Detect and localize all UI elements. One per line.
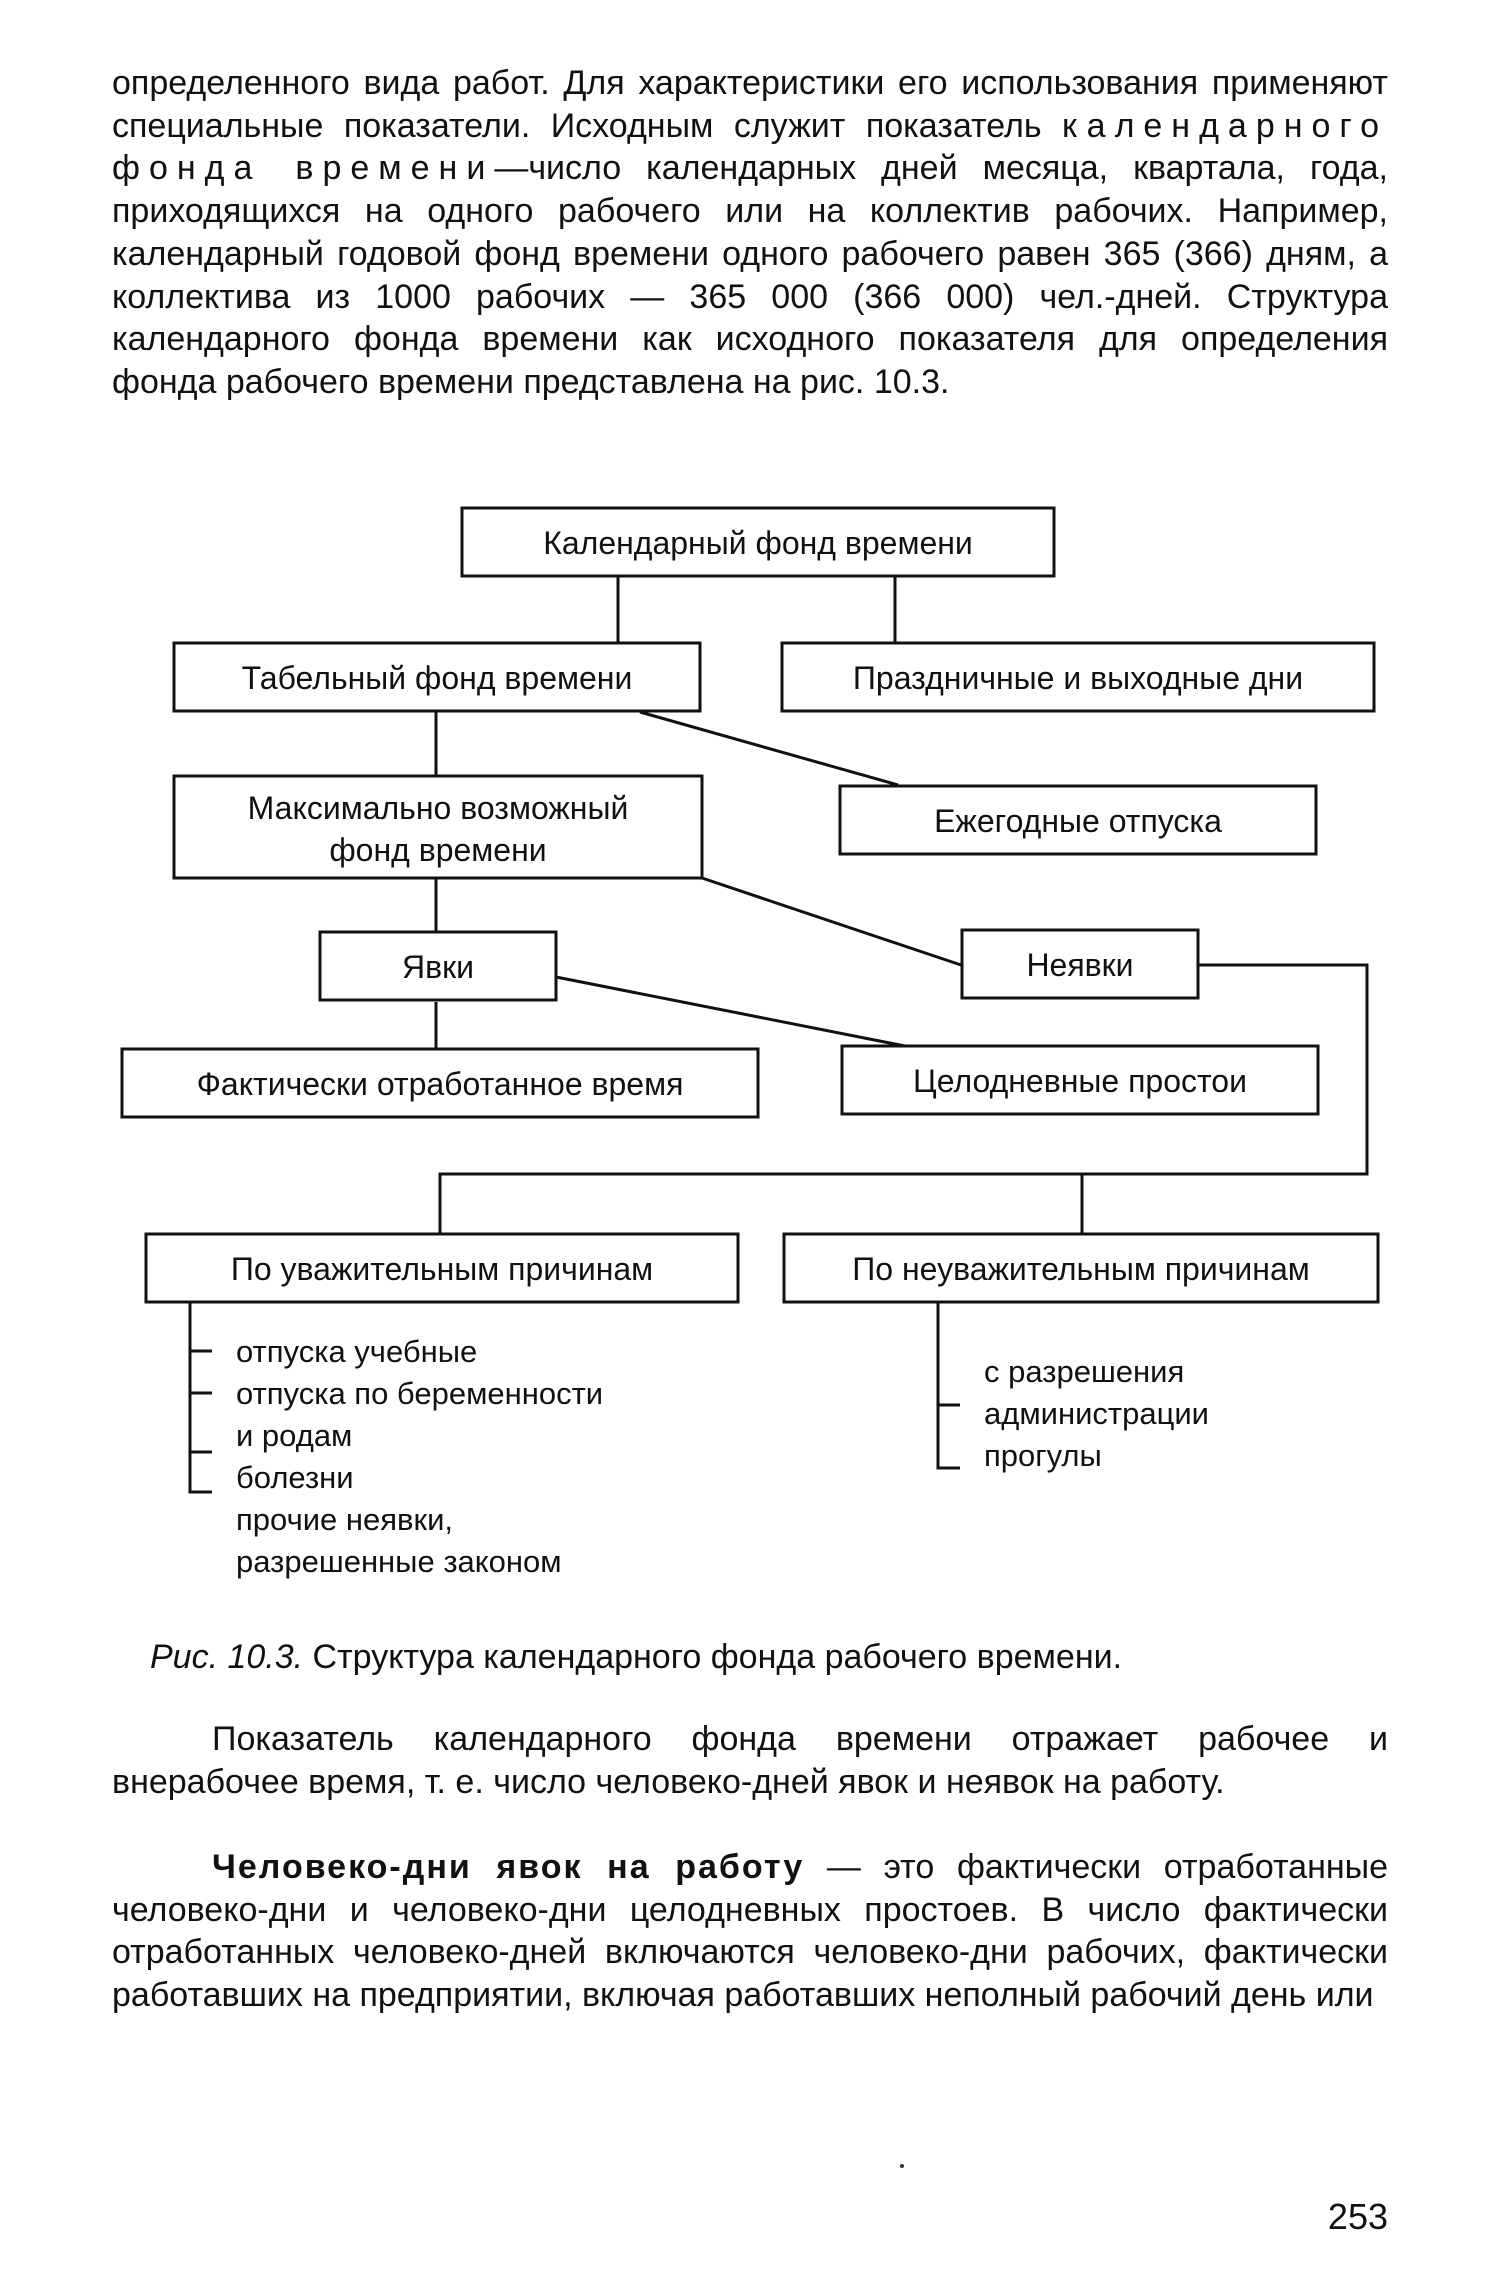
box-attendance: Явки <box>318 930 558 1002</box>
box-valid-reasons: По уважительным причинам <box>144 1232 740 1304</box>
connector-tabel-vacations <box>639 710 899 787</box>
page-number: 253 <box>1327 2196 1388 2237</box>
box-vacations: Ежегодные отпуска <box>838 784 1318 856</box>
box-max-fund: Максимально возможный фонд времени <box>172 774 704 880</box>
box-attendance-label: Явки <box>402 949 474 985</box>
box-invalid-reasons-label: По неуважительным причинам <box>852 1251 1309 1287</box>
box-tabel-fund-label: Табельный фонд времени <box>242 660 633 696</box>
intro-term: календарного фонда времени <box>112 106 1388 188</box>
invalid-reasons-list: с разрешения администрации прогулы <box>984 1354 1209 1473</box>
paragraph-3-text: — это фактически отработанные человеко-д… <box>112 1848 1388 2015</box>
valid-item-1: отпуска учебные <box>236 1334 477 1369</box>
invalid-items-bracket <box>936 1302 960 1470</box>
intro-text-end: —число календарных дней месяца, квартала… <box>112 149 1388 401</box>
box-idle-days: Целодневные простои <box>840 1044 1320 1116</box>
connector-absences-reasons <box>438 963 1369 1234</box>
box-absences-label: Неявки <box>1026 947 1133 983</box>
valid-item-3: и родам <box>236 1418 352 1453</box>
invalid-item-1: с разрешения <box>984 1354 1184 1389</box>
figure-caption: Рис. 10.3. Структура календарного фонда … <box>150 1636 1390 1678</box>
valid-item-2: отпуска по беременности <box>236 1376 603 1411</box>
connector-attendance-idle <box>555 975 906 1048</box>
valid-items-bracket <box>188 1302 212 1494</box>
box-max-fund-label-1: Максимально возможный <box>248 790 629 826</box>
valid-item-6: разрешенные законом <box>236 1544 562 1579</box>
valid-item-5: прочие неявки, <box>236 1502 453 1537</box>
box-max-fund-label-2: фонд времени <box>329 832 546 868</box>
box-absences: Неявки <box>960 928 1200 1000</box>
intro-text-start: определенного вида работ. Для характерис… <box>112 64 1388 145</box>
valid-item-4: болезни <box>236 1460 354 1495</box>
paragraph-3-term: Человеко-дни явок на работу <box>212 1848 805 1886</box>
valid-reasons-list: отпуска учебные отпуска по беременности … <box>236 1334 603 1579</box>
figure-caption-text: Структура календарного фонда рабочего вр… <box>303 1638 1123 1676</box>
box-idle-days-label: Целодневные простои <box>913 1063 1247 1099</box>
connector-max-absences <box>701 876 965 968</box>
paragraph-3: Человеко-дни явок на работу — это фактич… <box>112 1846 1388 2017</box>
box-invalid-reasons: По неуважительным причинам <box>782 1232 1380 1304</box>
invalid-item-3: прогулы <box>984 1438 1102 1473</box>
box-tabel-fund: Табельный фонд времени <box>172 641 702 713</box>
invalid-item-2: администрации <box>984 1396 1209 1431</box>
box-actual-time: Фактически отработанное время <box>120 1047 760 1119</box>
box-calendar-fund-label: Календарный фонд времени <box>543 525 973 561</box>
figure-caption-label: Рис. 10.3. <box>150 1638 304 1676</box>
box-calendar-fund: Календарный фонд времени <box>460 506 1056 578</box>
box-holidays-label: Праздничные и выходные дни <box>853 660 1303 696</box>
structure-diagram: Календарный фонд времени Табельный фонд … <box>120 506 1380 1579</box>
box-holidays: Праздничные и выходные дни <box>780 641 1376 713</box>
stray-dot <box>900 2164 904 2168</box>
box-vacations-label: Ежегодные отпуска <box>934 803 1222 839</box>
box-valid-reasons-label: По уважительным причинам <box>231 1251 653 1287</box>
box-actual-time-label: Фактически отработанное время <box>197 1066 684 1102</box>
paragraph-2: Показатель календарного фонда времени от… <box>112 1720 1388 1801</box>
intro-paragraph: определенного вида работ. Для характерис… <box>112 62 1388 404</box>
